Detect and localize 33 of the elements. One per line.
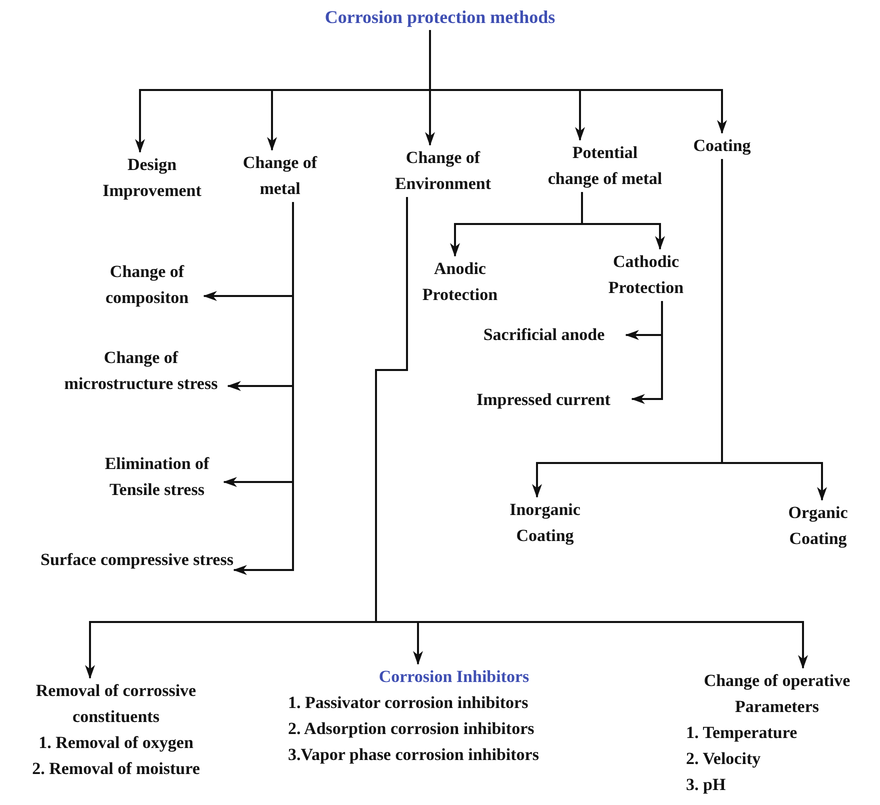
node-label: Organic Coating — [787, 502, 849, 550]
connector-arrow — [429, 30, 727, 134]
node-label: Change of Environment — [394, 147, 492, 195]
list-item: 1. Temperature — [685, 722, 798, 744]
node-label: Cathodic Protection — [607, 251, 685, 299]
list-item: 2. Velocity — [685, 748, 762, 770]
connector-arrow — [581, 192, 665, 250]
node-label: Anodic Protection — [421, 258, 499, 306]
node-label: Corrosion protection methods — [324, 6, 556, 29]
list-item: 1. Removal of oxygen — [38, 732, 194, 754]
node-label: Change of operative Parameters — [702, 670, 852, 718]
list-item: 2. Adsorption corrosion inhibitors — [287, 718, 536, 740]
node-label: Elimination of Tensile stress — [104, 453, 210, 501]
list-item: 1. Passivator corrosion inhibitors — [287, 692, 530, 714]
list-item: 3. pH — [685, 774, 727, 796]
connector-arrow — [233, 202, 294, 575]
node-label: Surface compressive stress — [40, 549, 234, 571]
node-label: Coating — [692, 135, 752, 157]
node-label: Change of compositon — [104, 261, 190, 309]
node-label: Corrosion Inhibitors — [378, 666, 530, 688]
node-label: Change of metal — [242, 152, 318, 200]
list-item: 2. Removal of moisture — [31, 758, 201, 780]
node-label: Change of microstructure stress — [63, 347, 219, 395]
node-label: Impressed current — [476, 389, 612, 411]
connector-arrow — [631, 301, 663, 404]
node-label: Potential change of metal — [546, 142, 664, 190]
connector-arrow — [375, 197, 808, 669]
node-label: Inorganic Coating — [508, 499, 582, 547]
node-label: Removal of corrossive constituents — [34, 680, 198, 728]
node-label: Sacrificial anode — [482, 324, 606, 346]
connector-arrow — [721, 159, 827, 501]
list-item: 3.Vapor phase corrosion inhibitors — [287, 744, 540, 766]
node-label: Design Improvement — [102, 154, 202, 202]
